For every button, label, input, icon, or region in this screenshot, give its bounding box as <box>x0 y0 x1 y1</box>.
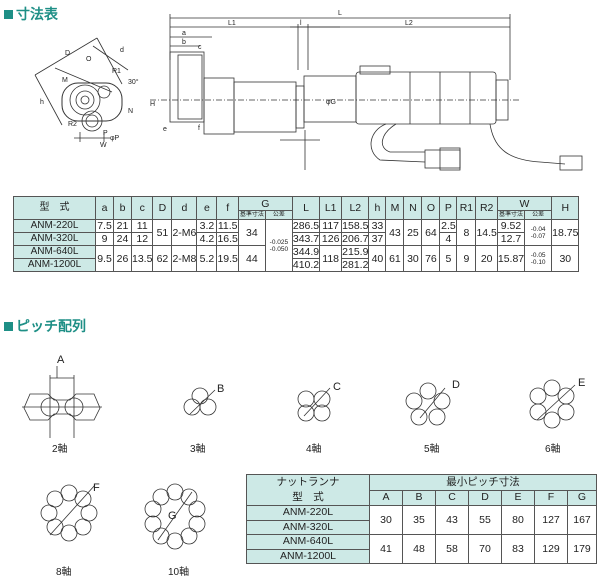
svg-text:M: M <box>62 77 68 84</box>
svg-text:l: l <box>300 20 302 27</box>
pitch-caption: 2軸 <box>52 442 68 455</box>
table-row: ANM-320L 9 24 12 4.2 16.5 343.7 126 206.… <box>13 232 579 246</box>
svg-text:D: D <box>65 50 70 57</box>
svg-text:φG: φG <box>326 99 336 106</box>
svg-text:R2: R2 <box>68 121 77 128</box>
table-row: ANM-220L 7.5 21 11 51 2-M6 3.2 11.5 34 -… <box>13 219 580 272</box>
dim-subheader-row: 基準寸法 公差 基準寸法 公差 <box>14 210 579 220</box>
pitch-label-d: D <box>452 379 460 391</box>
svg-text:P: P <box>103 130 108 137</box>
svg-text:L: L <box>338 10 342 17</box>
svg-text:R1: R1 <box>112 68 121 75</box>
pitch-diagram-5axis <box>405 382 451 426</box>
svg-text:φP: φP <box>110 135 120 142</box>
pitch-diagram-4axis <box>297 387 331 422</box>
pitch-diagram-6axis <box>529 379 576 429</box>
svg-text:W: W <box>100 142 107 149</box>
pitch-diagram-10axis <box>144 483 206 550</box>
svg-text:b: b <box>182 39 186 46</box>
svg-text:30°: 30° <box>128 78 139 86</box>
title-square-icon <box>4 321 13 331</box>
pitch-label-c: C <box>333 381 341 393</box>
table-row: ANM-220L 30 35 43 55 80 127 167 <box>246 505 597 535</box>
pitch-diagram-3axis <box>183 387 217 416</box>
pitch-label-f: F <box>93 482 100 494</box>
pitch-label-g: G <box>168 510 177 522</box>
svg-text:a: a <box>182 30 186 37</box>
dimensions-section-title: 寸法表 <box>4 4 58 24</box>
side-view <box>150 14 583 171</box>
table-row: ANM-1200L 410.2 281.2 <box>13 258 579 272</box>
table-row: ANM-640L 9.5 26 13.5 62 2-M8 5.2 19.5 44… <box>13 245 580 272</box>
pitch-label-b: B <box>217 383 224 395</box>
table-row: ANM-1200L <box>246 548 597 564</box>
svg-text:L2: L2 <box>405 20 413 27</box>
pitch-caption: 8軸 <box>56 565 72 578</box>
pitch-caption: 10軸 <box>168 565 189 578</box>
title-square-icon <box>4 9 13 19</box>
drawing-labels: L L1 l L2 a b c e f H φG W φP D d 30° O … <box>40 10 413 149</box>
pitch-diagram-8axis <box>40 484 98 542</box>
table-row: ANM-320L <box>246 519 597 535</box>
pitch-caption: 4軸 <box>306 442 322 455</box>
pitch-caption: 3軸 <box>190 442 206 455</box>
svg-text:d: d <box>120 47 124 54</box>
svg-text:f: f <box>198 125 200 132</box>
dim-header-row: 型 式 a b c D d e f G L L1 L2 h M N O P R1… <box>13 196 580 220</box>
svg-text:e: e <box>163 126 167 133</box>
svg-text:c: c <box>198 44 202 51</box>
front-view <box>34 37 129 142</box>
table-row: ANM-640L 41 48 58 70 83 129 179 <box>246 534 597 564</box>
pitch-caption: 6軸 <box>545 442 561 455</box>
dimension-drawing: L L1 l L2 a b c e f H φG W φP D d 30° O … <box>34 10 583 171</box>
svg-text:N: N <box>128 108 133 115</box>
svg-text:H: H <box>150 101 155 108</box>
svg-text:O: O <box>86 56 92 63</box>
pitch-section-title: ピッチ配列 <box>4 316 86 336</box>
svg-text:h: h <box>40 99 44 106</box>
pitch-label-a: A <box>57 354 65 366</box>
pitch-diagram-2axis <box>22 375 102 438</box>
svg-text:L1: L1 <box>228 20 236 27</box>
dimension-table: 型 式 a b c D d e f G L L1 L2 h M N O P R1… <box>13 196 580 272</box>
pitch-label-e: E <box>578 377 585 389</box>
min-pitch-table: ナットランナ 型 式 最小ピッチ寸法 A B C D E F G ANM-220… <box>246 474 597 564</box>
pitch-caption: 5軸 <box>424 442 440 455</box>
